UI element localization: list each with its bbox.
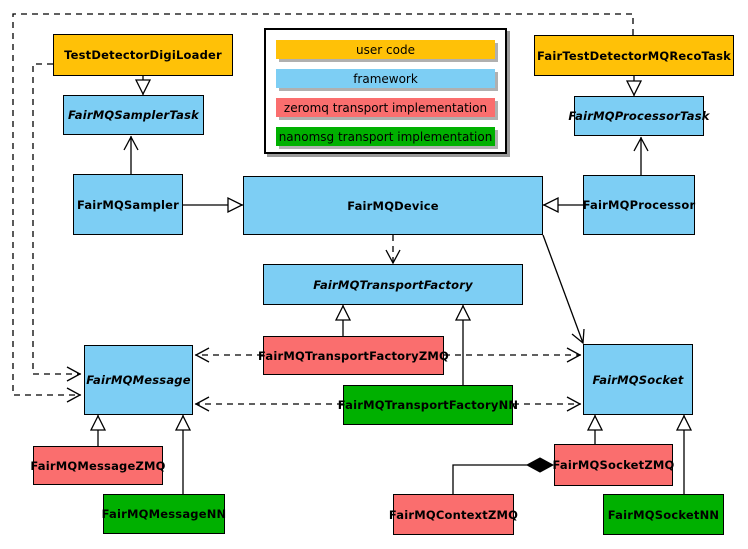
node-fairmqmessage: FairMQMessage — [84, 345, 193, 415]
edge-inheritance-recotask-processortask — [625, 76, 643, 97]
edge-association-sampler-samplertask — [123, 135, 139, 174]
edge-inheritance-socketzmq-socket — [586, 414, 604, 444]
node-fairmqsocketzmq: FairMQSocketZMQ — [553, 444, 674, 486]
edge-inheritance-tfnn-transportfactory — [454, 304, 472, 385]
edge-dependency-device-transportfactory — [385, 235, 401, 265]
node-fairmqtransportfactoryzmq: FairMQTransportFactoryZMQ — [258, 336, 449, 375]
node-fairmqprocessortask: FairMQProcessorTask — [568, 96, 709, 136]
edge-inheritance-tfzmq-transportfactory — [334, 304, 352, 336]
edge-dependency-tfnn-message — [194, 396, 343, 412]
legend-item-zeromq: zeromq transport implementation — [276, 98, 495, 117]
node-fairmqmessagenn: FairMQMessageNN — [102, 494, 226, 534]
edge-inheritance-processor-device — [542, 196, 583, 214]
edge-inheritance-digiloader-samplertask — [134, 76, 152, 96]
edge-composition-socketzmq-contextzmq — [452, 457, 555, 494]
node-fairmqcontextzmq: FairMQContextZMQ — [389, 494, 518, 535]
edge-dependency-tfzmq-socket — [444, 347, 582, 363]
node-fairmqsampler: FairMQSampler — [73, 174, 183, 235]
node-fairmqtransportfactory: FairMQTransportFactory — [263, 264, 523, 305]
node-fairmqsocketnn: FairMQSocketNN — [603, 494, 724, 535]
edge-association-device-socket — [542, 234, 585, 345]
edge-dependency-recotask-message — [12, 13, 634, 403]
edge-dependency-tfnn-socket — [513, 396, 582, 412]
edge-association-processor-processortask — [633, 136, 649, 175]
legend-item-user-code: user code — [276, 40, 495, 59]
edge-inheritance-socketnn-socket — [675, 414, 693, 494]
legend: user code framework zeromq transport imp… — [264, 28, 507, 154]
legend-item-framework: framework — [276, 69, 495, 88]
node-fairmqmessagezmq: FairMQMessageZMQ — [30, 446, 165, 485]
edge-inheritance-messagenn-message — [174, 414, 192, 494]
edge-inheritance-messagezmq-message — [89, 414, 107, 446]
edge-dependency-tfzmq-message — [194, 347, 263, 363]
node-fairmqtransportfactorynn: FairMQTransportFactoryNN — [338, 385, 518, 425]
edge-dependency-digiloader-message — [32, 63, 82, 382]
node-fairmqprocessor: FairMQProcessor — [583, 175, 695, 235]
node-fairtestdetectormqrecotask: FairTestDetectorMQRecoTask — [534, 35, 734, 76]
legend-item-nanomsg: nanomsg transport implementation — [276, 127, 495, 146]
node-fairmqsocket: FairMQSocket — [583, 344, 693, 415]
node-fairmqdevice: FairMQDevice — [243, 176, 543, 235]
node-testdetectordigiloader: TestDetectorDigiLoader — [53, 34, 233, 76]
node-fairmqsamplertask: FairMQSamplerTask — [63, 95, 204, 135]
edge-inheritance-sampler-device — [183, 196, 244, 214]
